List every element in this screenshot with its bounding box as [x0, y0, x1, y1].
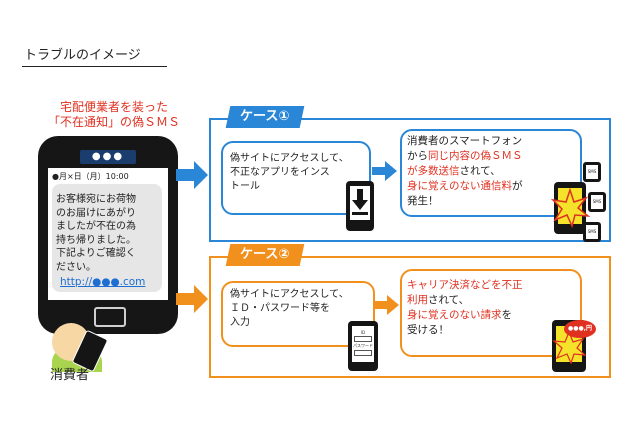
- sms-badge-icon: SMS: [583, 222, 601, 242]
- pw-password-label: パスワード: [353, 343, 373, 348]
- sms-caption: 宅配便業者を装った 「不在通知」の偽ＳＭＳ: [34, 100, 194, 130]
- burst-icon: [552, 330, 586, 364]
- sms-badge-icon: SMS: [583, 162, 601, 182]
- case1-step2-g: が: [512, 180, 523, 192]
- case2-step2-a: キャリア決済などを不正: [407, 279, 523, 291]
- case2-step2-b: 利用: [407, 294, 428, 306]
- case2-tab-label: ケース②: [240, 247, 290, 262]
- case2-step2-e: を: [501, 309, 513, 321]
- case2-tab: ケース②: [225, 244, 305, 266]
- case1-step2-h: 発生！: [407, 195, 439, 207]
- case1-step2-e: されて、: [459, 165, 501, 177]
- case1-step2-a: 消費者のスマートフォン: [407, 135, 523, 147]
- case1-step2-c: 同じ内容の偽ＳＭＳ: [428, 150, 523, 162]
- pw-id-field: [354, 336, 372, 342]
- sms-badge-label: SMS: [591, 195, 603, 209]
- page-title: トラブルのイメージ: [22, 44, 167, 67]
- consumer-label: 消費者: [50, 368, 90, 383]
- sms-link[interactable]: http://●●●.com: [60, 276, 146, 288]
- case1-step2-f: 身に覚えのない通信料: [407, 180, 512, 192]
- case2-step2-card: [400, 269, 582, 357]
- sms-caption-line2: 「不在通知」の偽ＳＭＳ: [47, 115, 180, 129]
- arrow-right-icon: [372, 161, 397, 181]
- case2-step2-f: 受ける！: [407, 324, 449, 336]
- sms-badge-label: SMS: [586, 165, 598, 179]
- burst-icon: [550, 188, 590, 228]
- arrow-right-icon: [176, 161, 208, 189]
- sms-caption-line1: 宅配便業者を装った: [59, 100, 168, 114]
- sms-bubble: [52, 184, 162, 292]
- case2-step2-c: されて、: [428, 294, 470, 306]
- case2-step2-d: 身に覚えのない請求: [407, 309, 502, 321]
- phone-home-button: [94, 307, 126, 327]
- case2-step2-text: キャリア決済などを不正 利用されて、 身に覚えのない請求を 受ける！: [407, 278, 575, 338]
- sms-badge-icon: SMS: [588, 192, 606, 212]
- case2-step1-text: 偽サイトにアクセスして、 ＩＤ・パスワード等を 入力: [230, 289, 349, 328]
- sms-badge-label: SMS: [586, 225, 598, 239]
- case1-tab-label: ケース①: [240, 109, 290, 124]
- sms-body: お客様宛にお荷物 のお届けにあがり ましたが不在の為 持ち帰りました。 下記より…: [56, 194, 136, 273]
- arrow-right-icon: [176, 285, 208, 313]
- sms-date: ●月×日（月）10:00: [52, 172, 129, 181]
- case1-step2-d: が多数送信: [407, 165, 460, 177]
- bill-amount-badge: ●●●,円: [564, 320, 596, 338]
- pw-id-label: ID: [360, 330, 366, 335]
- case1-box: [209, 118, 611, 242]
- pw-password-field: [354, 350, 372, 356]
- arrow-right-icon: [374, 295, 399, 315]
- case1-step2-b: から: [407, 150, 428, 162]
- password-phone-screen: ID パスワード: [352, 326, 374, 362]
- case1-tab: ケース①: [225, 106, 305, 128]
- phone-speaker-dots: ●●●: [80, 150, 136, 164]
- case1-step2-text: 消費者のスマートフォン から同じ内容の偽ＳＭＳ が多数送信されて、 身に覚えのな…: [407, 134, 575, 209]
- case1-step1-text: 偽サイトにアクセスして、 不正なアプリをインス トール: [230, 153, 349, 192]
- download-icon: [352, 189, 368, 215]
- case2-box: [209, 256, 611, 378]
- case1-step2-card: [400, 129, 582, 217]
